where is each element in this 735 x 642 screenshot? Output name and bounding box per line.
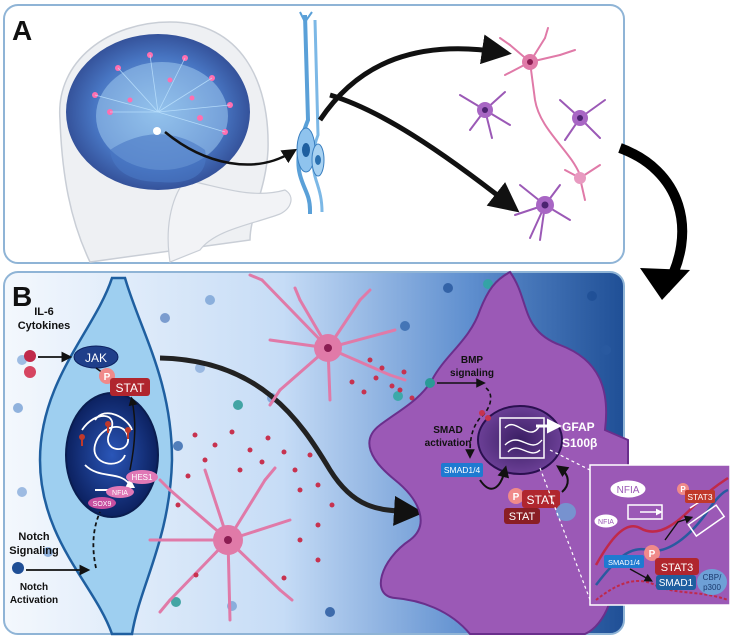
progenitor-nucleus	[65, 392, 159, 518]
astrocyte-chromatin	[504, 423, 543, 454]
brainstem	[110, 134, 206, 183]
panel-a: A	[3, 4, 625, 264]
label-smad-activation-1: SMAD	[433, 425, 462, 436]
neuron-b-top	[248, 273, 407, 407]
label-p-progenitor: P	[104, 372, 111, 383]
arrow-hes1-to-stat	[128, 396, 138, 471]
stat-dimer-top	[522, 490, 560, 508]
inset-smad1	[656, 575, 696, 590]
arrow-brain-to-glia	[164, 131, 298, 166]
inset-stat3-large	[655, 558, 699, 575]
label-inset-p-small: P	[680, 485, 686, 494]
label-inset-nfia-oval: NFIA	[617, 485, 640, 496]
label-gfap: GFAP	[562, 420, 595, 434]
label-inset-smad1: SMAD1	[659, 578, 694, 589]
label-cytokines: Cytokines	[18, 320, 71, 332]
arrow-stat-to-nucleus	[556, 465, 570, 493]
arrow-glia-to-neurons	[317, 34, 512, 122]
notch-dashed-arrow	[92, 511, 101, 569]
label-notch-signaling-2: Signaling	[9, 545, 59, 557]
il6-ligand	[24, 350, 36, 362]
astrocyte-dna-box	[499, 417, 545, 459]
label-sox9: SOX9	[93, 501, 112, 508]
inset-cbp-p300	[697, 569, 727, 595]
label-inset-p-large: P	[649, 549, 656, 560]
il6-ligand-2	[24, 366, 36, 378]
label-inset-stat3-large: STAT3	[661, 562, 694, 574]
arrow-panel-a-to-b-head	[640, 268, 690, 300]
astrocyte-nucleus	[477, 405, 563, 475]
notch-ligand	[12, 562, 24, 574]
smad-dashed-arrow	[465, 387, 492, 459]
arrow-progenitor-to-astrocyte	[159, 355, 424, 526]
dna-strand-1	[594, 476, 729, 566]
label-notch-activation-2: Activation	[10, 595, 58, 606]
nfia-protein	[106, 486, 134, 498]
chromatin-stat-markers	[79, 421, 131, 446]
label-stat-progenitor: STAT	[116, 381, 146, 395]
brain-progenitor-dots	[92, 52, 233, 135]
bmp-ligand	[425, 378, 435, 388]
cofactor-blob	[556, 503, 576, 521]
label-inset-nfia-box: NFIA	[598, 519, 614, 526]
label-inset-stat3-small: STAT3	[687, 492, 712, 502]
inset-p-large	[644, 545, 660, 561]
panel-b: B IL-6 Cytokines	[3, 270, 629, 636]
infant-hand	[167, 179, 292, 263]
smad14-box	[441, 463, 483, 477]
phospho-badge-astrocyte	[508, 488, 524, 504]
label-notch-activation-1: Notch	[20, 582, 48, 593]
label-inset-smad14: SMAD1/4	[608, 558, 640, 567]
label-stat-dimer-top: STAT	[527, 493, 557, 507]
radial-fibers	[94, 54, 231, 133]
neuron-b-bottom-nucleus	[224, 536, 232, 544]
neuron-cluster	[459, 27, 606, 241]
panel-b-letter: B	[12, 281, 32, 312]
inset-arrow-stat3-to-gene	[664, 515, 694, 541]
arrow-panel-a-to-b	[618, 143, 688, 293]
stat-dimer-bottom	[504, 508, 540, 524]
inset-nfia-small	[593, 513, 619, 529]
zoom-line-top	[549, 449, 591, 471]
label-notch-signaling-1: Notch	[18, 531, 49, 543]
label-inset-cbp-2: p300	[703, 583, 721, 592]
zoom-line-bottom	[539, 467, 593, 606]
inset-promoter-box-2	[687, 504, 726, 538]
label-bmp-1: BMP	[461, 355, 484, 366]
neuron-b-top-nucleus	[324, 344, 332, 352]
transcription-inset: NFIA NFIA P STAT3 SMAD1/4 P STAT3 SMAD1 …	[589, 464, 731, 606]
radial-glia-cells	[296, 11, 325, 214]
label-bmp-2: signaling	[450, 368, 494, 379]
sox9-protein	[88, 497, 116, 509]
hes1-protein	[126, 470, 158, 484]
smad-phospho-2	[485, 415, 491, 421]
label-stat-dimer-bottom: STAT	[509, 511, 536, 523]
panel-a-letter: A	[12, 15, 32, 46]
inset-smad14-box	[604, 555, 644, 568]
label-smad-activation-2: activation	[425, 438, 472, 449]
label-smad14: SMAD1/4	[444, 465, 481, 475]
dna-strand-3	[595, 580, 729, 601]
secreted-bmp-dots	[175, 357, 415, 581]
label-s100b: S100β	[562, 436, 597, 450]
label-nfia-progenitor: NFIA	[112, 490, 128, 497]
inset-stat3-small	[685, 490, 715, 503]
arrow-glia-to-astrocytes	[329, 92, 520, 213]
label-hes1: HES1	[132, 473, 153, 482]
label-p-astrocyte: P	[513, 492, 520, 503]
neuron-b-bottom	[148, 466, 294, 622]
inset-nfia-oval	[609, 479, 647, 499]
stat-box-progenitor	[110, 378, 150, 396]
arrow-smad-to-nucleus	[479, 465, 510, 490]
label-jak: JAK	[85, 351, 107, 365]
inset-arrow-smad	[629, 568, 653, 582]
smad-phospho-1	[479, 410, 485, 416]
label-il6: IL-6	[34, 306, 54, 318]
brain-focus-point	[153, 127, 161, 135]
label-inset-cbp-1: CBP/	[703, 573, 722, 582]
